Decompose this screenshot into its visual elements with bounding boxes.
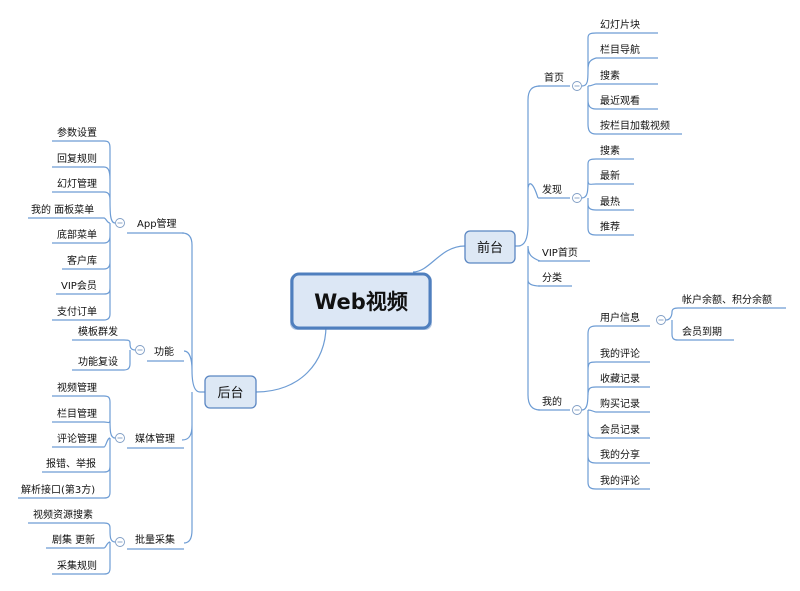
home-item-3[interactable]: 搜素 <box>600 69 620 82</box>
media-item-2[interactable]: 栏目管理 <box>57 407 97 420</box>
user-info-balance[interactable]: 帐户余额、积分余额 <box>682 293 772 306</box>
connector-root-frontend <box>412 245 466 273</box>
mine-item-5[interactable]: 会员记录 <box>600 423 640 436</box>
app-item-7[interactable]: VIP会员 <box>61 279 97 292</box>
node-frontend[interactable]: 前台 <box>464 230 516 264</box>
discover-item-1[interactable]: 搜素 <box>600 144 620 157</box>
mine-item-3[interactable]: 收藏记录 <box>600 372 640 385</box>
branch-vip-home[interactable]: VIP首页 <box>542 246 578 259</box>
home-item-4[interactable]: 最近观看 <box>600 94 640 107</box>
connector-backend-trunk <box>181 232 205 544</box>
branch-discover[interactable]: 发现 <box>542 183 562 196</box>
batch-item-1[interactable]: 视频资源搜素 <box>33 508 93 521</box>
mine-item-4[interactable]: 购买记录 <box>600 397 640 410</box>
node-frontend-label: 前台 <box>477 240 503 256</box>
branch-function[interactable]: 功能 <box>154 345 174 358</box>
app-item-2[interactable]: 回复规则 <box>57 152 97 165</box>
branch-mine[interactable]: 我的 <box>542 395 562 408</box>
branch-batch-collect[interactable]: 批量采集 <box>135 533 175 546</box>
app-item-1[interactable]: 参数设置 <box>57 126 97 139</box>
app-item-8[interactable]: 支付订单 <box>57 305 97 318</box>
media-item-4[interactable]: 报错、举报 <box>46 457 96 470</box>
home-item-5[interactable]: 按栏目加载视频 <box>600 119 670 132</box>
branch-home[interactable]: 首页 <box>544 71 564 84</box>
mine-item-6[interactable]: 我的分享 <box>600 448 640 461</box>
app-item-4[interactable]: 我的 面板菜单 <box>31 203 94 216</box>
app-item-5[interactable]: 底部菜单 <box>57 228 97 241</box>
media-item-3[interactable]: 评论管理 <box>57 432 97 445</box>
app-item-6[interactable]: 客户库 <box>67 254 97 267</box>
discover-item-4[interactable]: 推荐 <box>600 220 620 233</box>
media-item-5[interactable]: 解析接口(第3方) <box>21 483 95 496</box>
function-item-2[interactable]: 功能复设 <box>78 355 118 368</box>
mine-item-2[interactable]: 我的评论 <box>600 347 640 360</box>
discover-item-3[interactable]: 最热 <box>600 195 620 208</box>
mine-item-7[interactable]: 我的评论 <box>600 474 640 487</box>
user-info-member-expire[interactable]: 会员到期 <box>682 325 722 338</box>
batch-item-3[interactable]: 采集规则 <box>57 559 97 572</box>
home-item-2[interactable]: 栏目导航 <box>600 43 640 56</box>
branch-app-manage[interactable]: App管理 <box>137 217 177 230</box>
batch-item-2[interactable]: 剧集 更新 <box>52 533 95 546</box>
node-backend-label: 后台 <box>217 386 243 401</box>
app-item-3[interactable]: 幻灯管理 <box>57 177 97 190</box>
connector-root-backend <box>255 325 327 393</box>
media-item-1[interactable]: 视频管理 <box>57 381 97 394</box>
mine-item-user-info[interactable]: 用户信息 <box>600 311 640 324</box>
connector-frontend-trunk <box>515 85 541 411</box>
home-item-1[interactable]: 幻灯片块 <box>600 18 640 31</box>
node-backend[interactable]: 后台 <box>204 375 257 409</box>
root-title: Web视频 <box>314 290 408 314</box>
branch-category[interactable]: 分类 <box>542 271 562 284</box>
discover-item-2[interactable]: 最新 <box>600 169 620 182</box>
branch-media-manage[interactable]: 媒体管理 <box>135 432 175 445</box>
node-root[interactable]: Web视频 <box>290 272 432 330</box>
function-item-1[interactable]: 模板群发 <box>78 325 118 338</box>
